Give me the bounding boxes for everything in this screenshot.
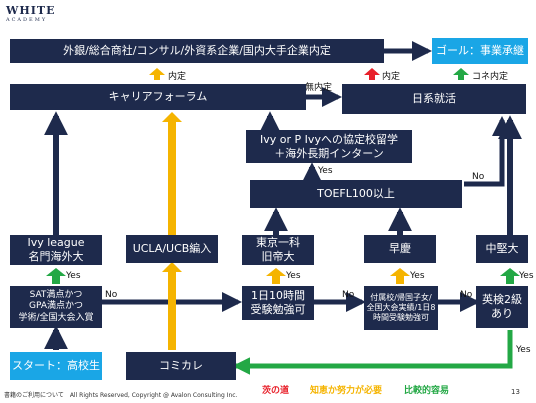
arrow-comicollege-ucla (162, 262, 182, 350)
todai-line1: 東京一科 (256, 236, 300, 250)
ivy-league-line1: Ivy league (27, 236, 85, 250)
japanese-job-text: 日系就活 (412, 92, 456, 106)
arrow-sat-ivy (46, 268, 66, 284)
todai-box: 東京一科 旧帝大 (242, 235, 314, 265)
arrow-eiken-chuken (500, 268, 520, 284)
ivy-league-line2: 名門海外大 (28, 250, 84, 263)
kone-naitei-label: コネ内定 (472, 72, 509, 82)
naitei-label-left: 内定 (168, 72, 187, 82)
logo-text-bottom: ACADEMY (6, 17, 48, 23)
chuken-box: 中堅大 (476, 235, 528, 263)
soukei-box: 早慶 (364, 235, 436, 263)
study10-line2: 受験勉強可 (250, 303, 306, 316)
page-number: 13 (511, 388, 520, 396)
top-jobs-text: 外銀/総合商社/コンサル/外資系企業/国内大手企業内定 (63, 44, 331, 58)
no-study-label: No (342, 290, 355, 300)
yes-ivy-label: Yes (66, 271, 81, 281)
eiken-box: 英検2級 あり (476, 286, 528, 328)
arrow-toefl-no (464, 116, 512, 187)
top-jobs-box: 外銀/総合商社/コンサル/外資系企業/国内大手企業内定 (10, 39, 384, 63)
toefl-text: TOEFL100以上 (317, 187, 395, 201)
eiken-line1: 英検2級 (482, 293, 522, 307)
yes-chuken-label: Yes (519, 271, 534, 281)
arrow-offer-yellow (149, 68, 165, 80)
eiken-line2: あり (491, 307, 513, 320)
arrow-offer-red (364, 68, 380, 80)
japanese-job-box: 日系就活 (342, 84, 526, 114)
start-box: スタート：高校生 (10, 352, 102, 380)
todai-line2: 旧帝大 (261, 250, 295, 263)
fuzoku-line3: 時間受験勉強可 (373, 313, 429, 322)
no-sat-label: No (105, 290, 118, 300)
comicollege-text: コミカレ (159, 359, 203, 373)
goal-box: ゴール：事業承継 (432, 38, 528, 64)
ivy-exchange-line2: ＋海外長期インターン (274, 146, 384, 160)
ivy-league-box: Ivy league 名門海外大 (10, 235, 102, 265)
study10-line1: 1日10時間 (251, 289, 305, 303)
start-text: スタート：高校生 (12, 359, 100, 373)
yes-todai-label: Yes (286, 271, 301, 281)
legend-green: 比較的容易 (404, 386, 450, 396)
mu-naitei-label: 無内定 (305, 83, 333, 93)
fuzoku-line1: 付属校/帰国子女/ (370, 293, 432, 302)
sat-line2: GPA満点かつ (29, 301, 83, 312)
yes-exchange-label: Yes (318, 166, 333, 176)
white-academy-logo: WHITE ACADEMY (6, 4, 55, 23)
legend-red: 茨の道 (262, 386, 290, 396)
arrow-eiken-comicollege (232, 330, 513, 375)
fuzoku-box: 付属校/帰国子女/ 全国大会実績/1日8 時間受験勉強可 (364, 286, 438, 330)
sat-line1: SAT満点かつ (29, 290, 83, 301)
no-toefl-label: No (472, 172, 485, 182)
arrow-fuzoku-soukei (390, 268, 410, 284)
arrow-study-todai (266, 268, 286, 284)
ivy-exchange-line1: Ivy or P Ivyへの協定校留学 (260, 132, 398, 146)
comicollege-box: コミカレ (126, 352, 236, 380)
career-forum-box: キャリアフォーラム (10, 84, 306, 110)
yes-soukei-label: Yes (410, 271, 425, 281)
arrow-ucla-career (162, 112, 182, 235)
ivy-exchange-box: Ivy or P Ivyへの協定校留学 ＋海外長期インターン (246, 130, 412, 163)
ucla-box: UCLA/UCB編入 (126, 235, 218, 263)
chuken-text: 中堅大 (485, 242, 519, 256)
soukei-text: 早慶 (389, 242, 411, 256)
toefl-box: TOEFL100以上 (250, 180, 462, 208)
goal-text: ゴール：事業承継 (436, 44, 524, 58)
naitei-label-mid: 内定 (382, 72, 401, 82)
sat-box: SAT満点かつ GPA満点かつ 学術/全国大会入賞 (10, 286, 102, 328)
yes-eiken-label: Yes (516, 345, 531, 355)
career-forum-text: キャリアフォーラム (108, 90, 208, 104)
legend-yellow: 知恵か努力が必要 (310, 386, 383, 396)
footer-copyright: 書籍のご利用について All Rights Reserved, Copyrigh… (4, 392, 238, 399)
fuzoku-line2: 全国大会実績/1日8 (366, 303, 436, 312)
study10-box: 1日10時間 受験勉強可 (242, 286, 314, 320)
ucla-text: UCLA/UCB編入 (132, 242, 212, 256)
logo-text-top: WHITE (6, 4, 56, 17)
arrow-offer-green (453, 68, 469, 80)
sat-line3: 学術/全国大会入賞 (18, 312, 94, 323)
no-fuzoku-label: No (460, 290, 473, 300)
